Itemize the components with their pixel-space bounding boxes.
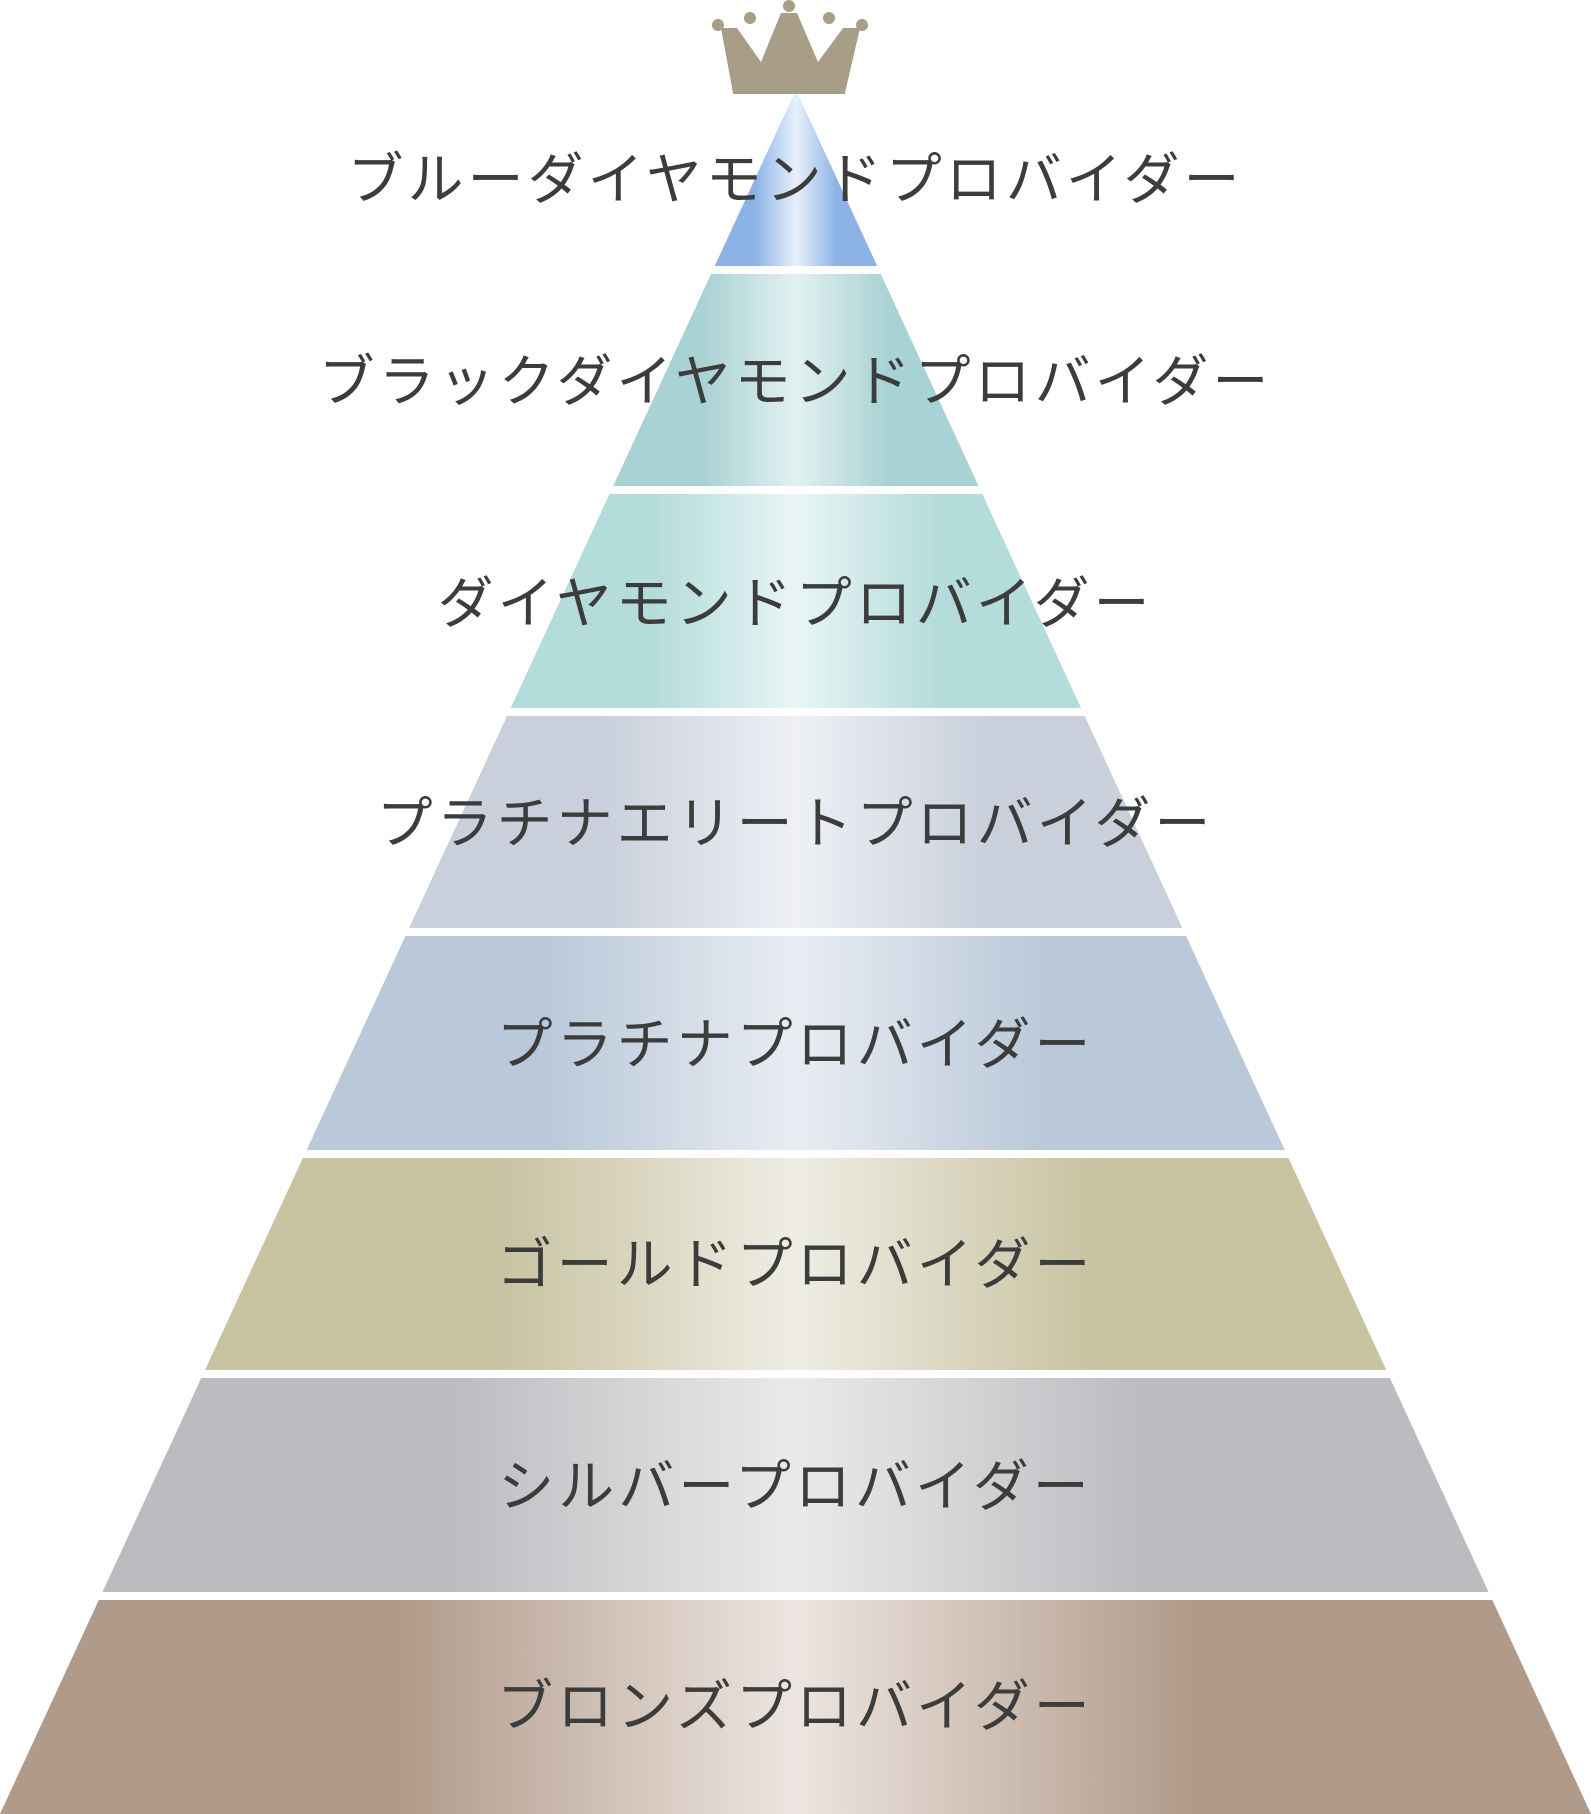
crown-icon xyxy=(712,0,868,94)
tier-label-blue-diamond: ブルーダイヤモンドプロバイダー xyxy=(347,148,1244,213)
tier-band-blue-diamond xyxy=(714,90,878,266)
crown-base xyxy=(733,86,845,94)
tier-label-platinum-elite: プラチナエリートプロバイダー xyxy=(376,792,1215,857)
tier-band-gold xyxy=(205,1158,1387,1370)
tier-band-black-diamond xyxy=(613,274,979,486)
crown-jewel-right-outer xyxy=(856,19,868,31)
tier-label-bronze: ブロンズプロバイダー xyxy=(497,1675,1094,1740)
tier-label-black-diamond: ブラックダイヤモンドプロバイダー xyxy=(318,350,1273,415)
tier-band-platinum xyxy=(306,936,1285,1150)
tier-band-diamond xyxy=(510,494,1081,708)
tier-label-platinum: プラチナプロバイダー xyxy=(496,1013,1095,1078)
crown-jewel-top xyxy=(783,0,795,12)
crown-jewel-left-outer xyxy=(712,19,724,31)
tier-label-diamond: ダイヤモンドプロバイダー xyxy=(437,572,1154,637)
tier-label-gold: ゴールドプロバイダー xyxy=(496,1233,1095,1298)
tier-band-platinum-elite xyxy=(409,716,1183,928)
tier-label-silver: シルバープロバイダー xyxy=(498,1455,1093,1520)
tier-band-bronze xyxy=(0,1600,1591,1814)
crown-body xyxy=(721,13,860,93)
crown-jewel-left-inner xyxy=(744,12,756,24)
tier-band-silver xyxy=(102,1378,1489,1592)
tier-shapes xyxy=(0,90,1591,1814)
crown-jewel-right-inner xyxy=(823,12,835,24)
